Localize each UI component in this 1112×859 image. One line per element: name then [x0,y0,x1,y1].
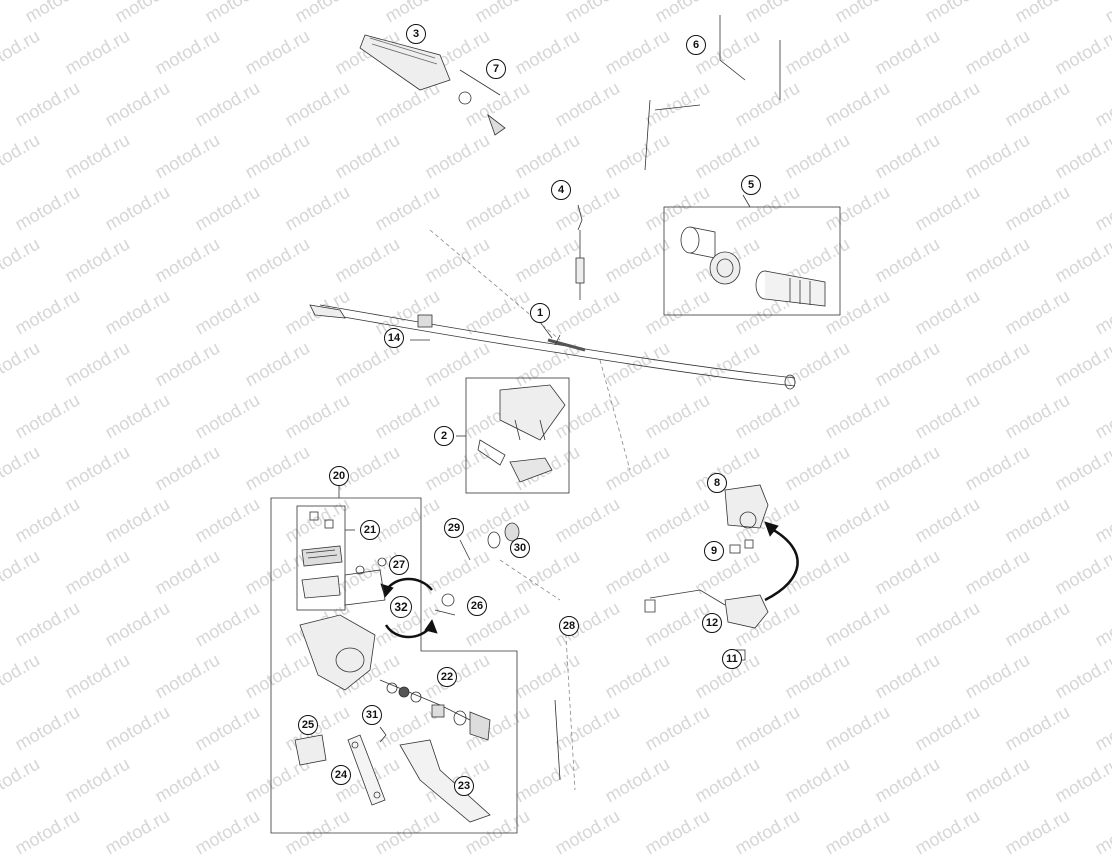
callout-22[interactable]: 22 [437,667,457,687]
throttle-housing [359,34,451,91]
callout-26[interactable]: 26 [467,596,487,616]
callout-11[interactable]: 11 [722,649,742,669]
callout-12[interactable]: 12 [702,613,722,633]
callout-21[interactable]: 21 [360,520,380,540]
drawing-layer [270,15,841,834]
master-cylinder [299,614,376,691]
callout-28[interactable]: 28 [559,616,579,636]
group-box-5 [663,206,841,316]
callout-7[interactable]: 7 [486,59,506,79]
clamp-lower [509,457,553,483]
callout-1[interactable]: 1 [530,303,550,323]
callout-6[interactable]: 6 [686,35,706,55]
callout-3[interactable]: 3 [406,24,426,44]
callout-32[interactable]: 32 [390,596,412,618]
right-clamp-lower [724,594,769,629]
callout-23[interactable]: 23 [454,776,474,796]
rotation-arrow-left [383,577,433,593]
right-clamp-upper [724,484,769,529]
callout-29[interactable]: 29 [444,518,464,538]
group-box-2 [465,377,570,494]
clamp-upper [499,384,566,441]
callout-25[interactable]: 25 [298,715,318,735]
callout-30[interactable]: 30 [510,538,530,558]
callout-9[interactable]: 9 [704,541,724,561]
rotation-arrow-right [764,526,799,602]
group-box-20 [270,497,518,834]
callout-2[interactable]: 2 [434,426,454,446]
brake-lever [399,739,491,823]
callout-31[interactable]: 31 [362,705,382,725]
callout-5[interactable]: 5 [741,175,761,195]
callout-4[interactable]: 4 [551,180,571,200]
group-box-21 [296,505,346,611]
callout-20[interactable]: 20 [329,466,349,486]
callout-24[interactable]: 24 [331,765,351,785]
callout-14[interactable]: 14 [384,328,404,348]
callout-8[interactable]: 8 [707,473,727,493]
handlebar [319,304,796,379]
callout-27[interactable]: 27 [389,555,409,575]
